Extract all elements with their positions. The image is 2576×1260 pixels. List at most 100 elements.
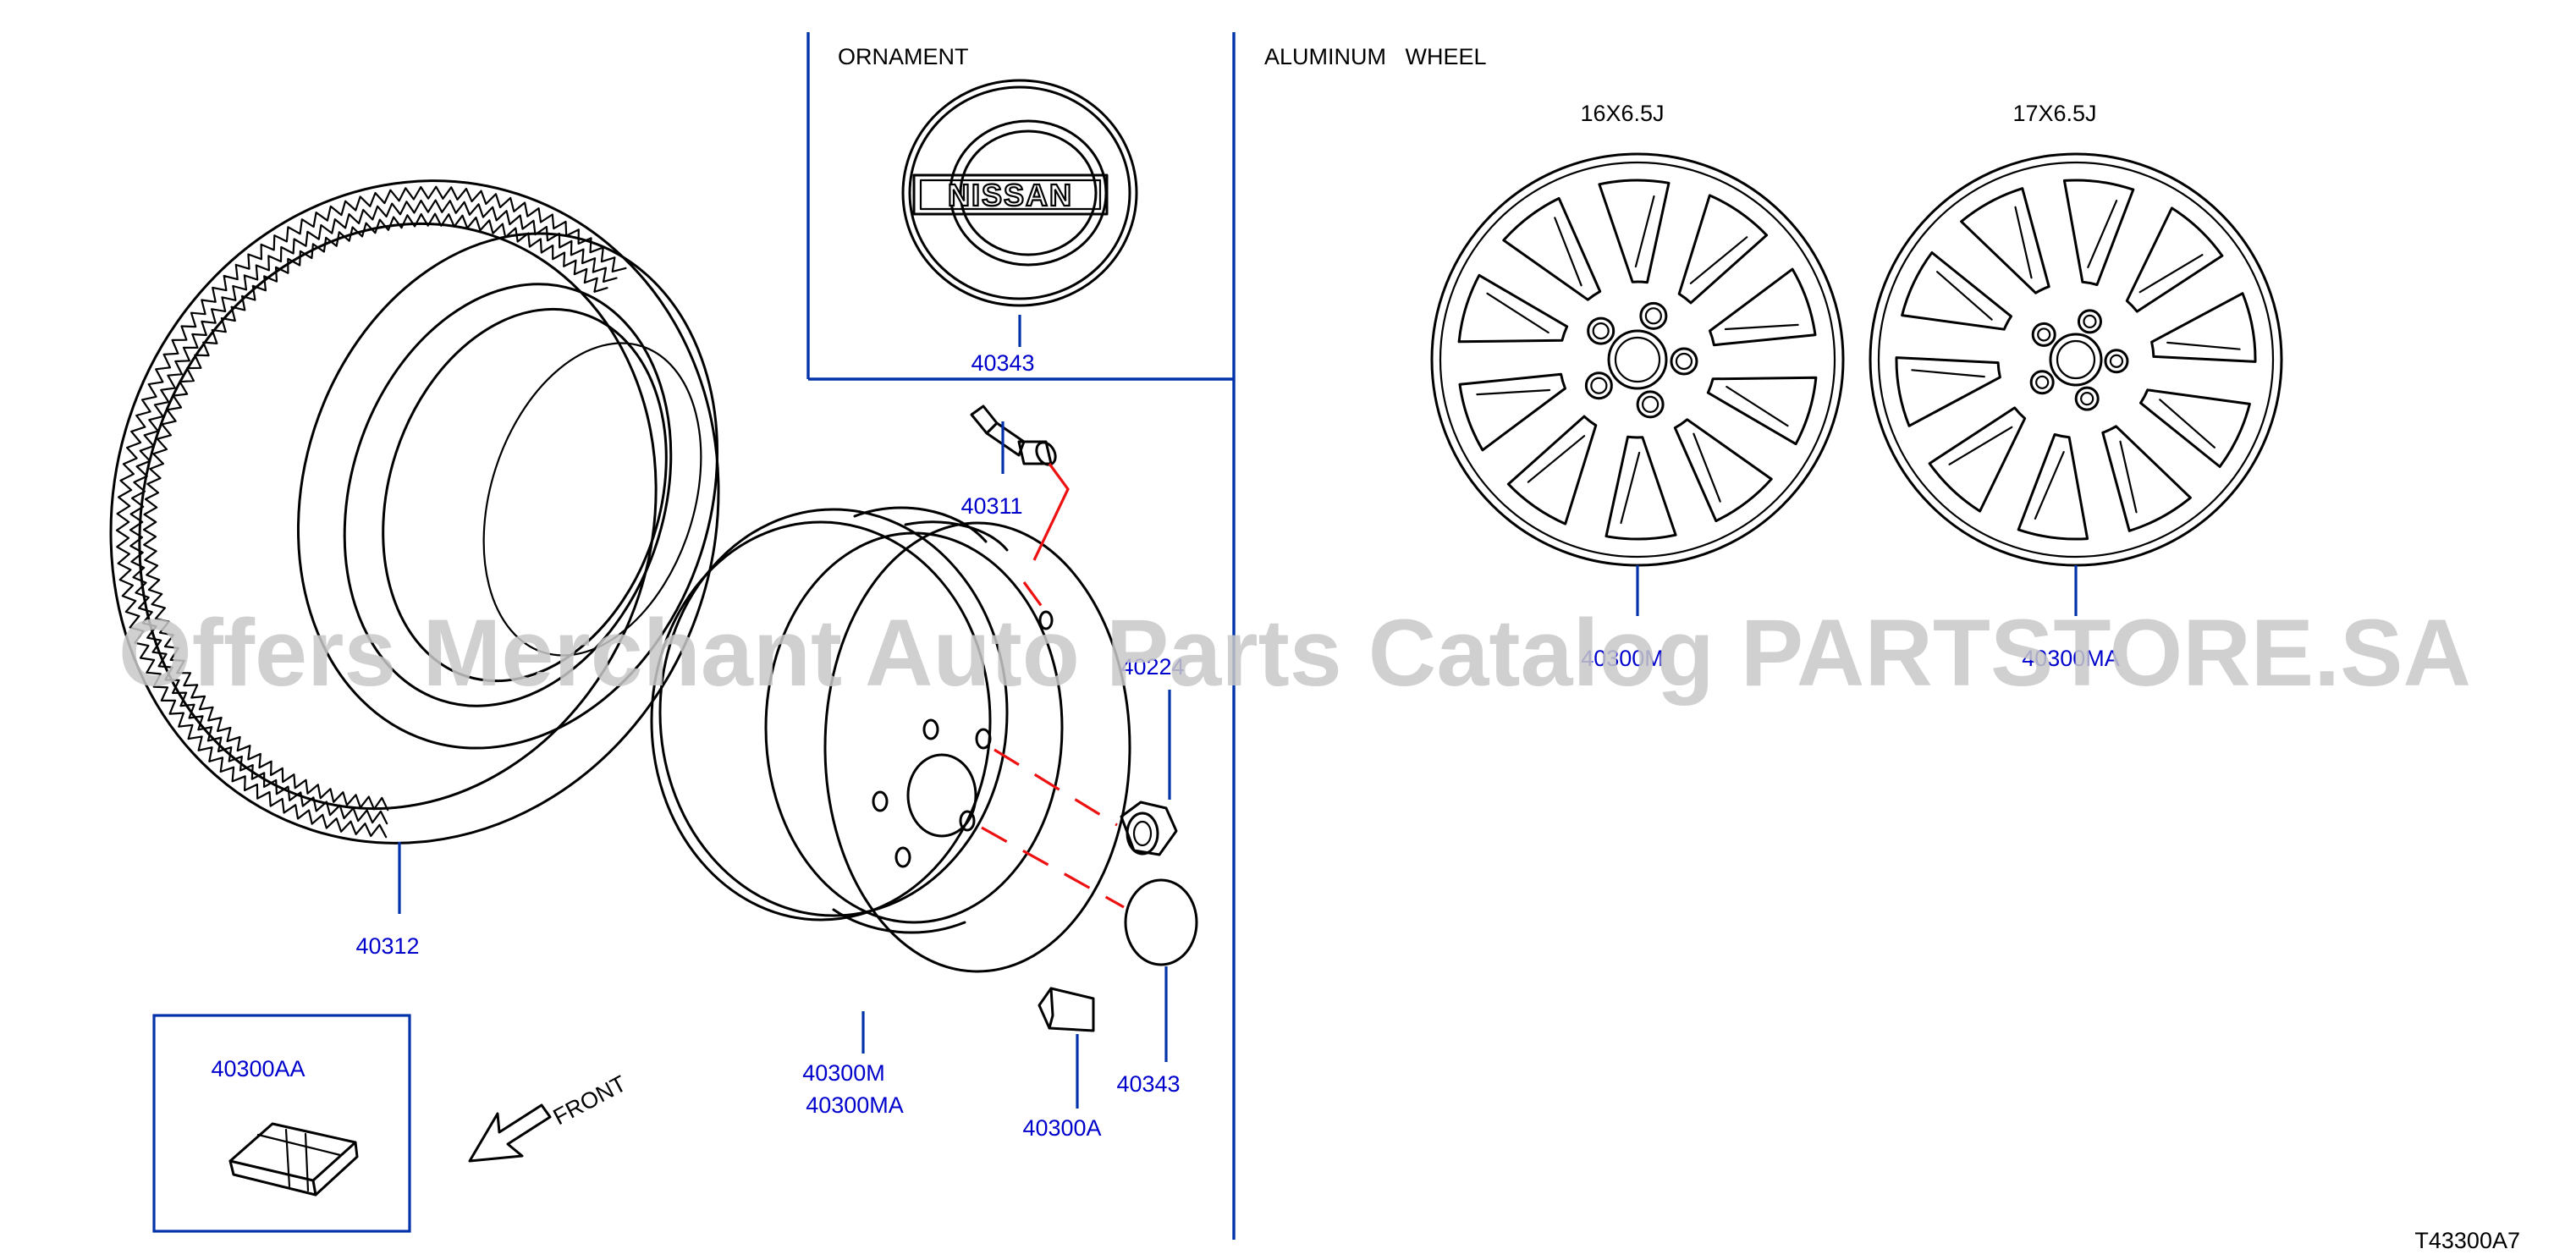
lug-hole [1584, 371, 1613, 400]
spoke-rib [2119, 440, 2138, 514]
tread-zigzag-1 [129, 199, 618, 825]
lug-hole [2031, 322, 2056, 347]
spoke-rib [1911, 369, 1985, 378]
part-label-valve[interactable]: 40311 [960, 493, 1022, 519]
spoke-rib [2087, 200, 2118, 268]
tire-illustration[interactable] [25, 102, 803, 923]
lug-hole-inner [2109, 354, 2124, 368]
valve-stem[interactable] [970, 404, 1060, 468]
lug-holes-16 [1584, 301, 1698, 419]
spokes-17 [1895, 179, 2257, 541]
spokes-16 [1457, 179, 1818, 541]
size-label-16: 16X6.5J [1580, 101, 1664, 126]
lug-hole-inner [1642, 395, 1660, 413]
size-label-17: 17X6.5J [2012, 101, 2096, 126]
lug-hole [2029, 370, 2055, 395]
steel-wheel-illustration[interactable] [650, 506, 1131, 973]
lug-hole [2104, 349, 2129, 374]
lug-hole [2077, 309, 2102, 334]
spoke-window [2150, 292, 2257, 363]
spoke-window [1673, 418, 1773, 523]
spoke-window [1960, 187, 2050, 294]
lug-hole [1636, 390, 1665, 419]
diagram-code: T43300A7 [2414, 1228, 2520, 1253]
lug-nut[interactable] [1120, 801, 1178, 856]
part-label-alloy-17[interactable]: 40300MA [2022, 646, 2120, 671]
spoke-window [2017, 433, 2089, 541]
spoke-rib [1693, 432, 1721, 503]
spoke-rib [2014, 206, 2033, 279]
part-label-center-cap[interactable]: 40343 [1116, 1071, 1180, 1097]
spoke-window [1928, 406, 2027, 513]
spoke-window [2101, 425, 2192, 532]
alloy-wheel-17[interactable] [1869, 152, 2283, 567]
spoke-rib [2138, 254, 2204, 294]
part-label-tire[interactable]: 40312 [355, 933, 419, 959]
spoke-window [1709, 267, 1817, 347]
part-label-nut[interactable]: 40224 [1120, 654, 1184, 680]
spoke-rib [1554, 217, 1582, 287]
leader-lines [398, 315, 2078, 1109]
part-label-balance-weight[interactable]: 40300A [1022, 1115, 1101, 1141]
lug-hole-inner [2080, 392, 2094, 406]
emblem-text: NISSAN [948, 178, 1073, 212]
ornament-emblem[interactable]: NISSAN [901, 79, 1138, 307]
lug-holes-17 [2029, 309, 2129, 411]
lug-hole [1670, 347, 1698, 376]
spoke-rib [1689, 236, 1748, 284]
spoke-window [1506, 415, 1598, 525]
section-dividers [806, 32, 1236, 1240]
lug-hole-inner [1644, 307, 1662, 325]
spoke-rib [1724, 323, 1799, 331]
spoke-window [2139, 388, 2251, 468]
spoke-rib [1476, 388, 1551, 396]
lug-hole-inner [1592, 322, 1610, 340]
front-label: FRONT [549, 1070, 630, 1130]
spoke-rib [2166, 341, 2241, 350]
weight-kit-box[interactable] [152, 1014, 411, 1233]
lug-hole-inner [1590, 377, 1608, 394]
lug-hole-inner [1675, 352, 1693, 371]
spoke-window [1604, 435, 1677, 541]
exploded-guides [981, 463, 1125, 909]
balance-weight[interactable] [1038, 987, 1095, 1032]
spoke-rib [1527, 435, 1586, 483]
part-label-ornament[interactable]: 40343 [971, 350, 1034, 376]
spoke-window [1598, 179, 1671, 284]
spoke-rib [1634, 195, 1655, 268]
tread-zigzag-0 [115, 185, 627, 839]
lug-hole [2074, 386, 2100, 411]
lug-hole-inner [2035, 375, 2050, 389]
spoke-window [1502, 196, 1602, 301]
spoke-rib [1486, 292, 1549, 334]
tire-tread [115, 185, 627, 839]
spoke-rib [1936, 271, 1993, 321]
alloy-wheel-16[interactable] [1430, 152, 1845, 567]
spoke-window [2062, 179, 2135, 286]
section-title-ornament: ORNAMENT [838, 44, 969, 69]
section-title-aluminum-wheel: ALUMINUM WHEEL [1264, 44, 1487, 69]
spoke-window [1458, 372, 1566, 452]
spoke-rib [2034, 451, 2065, 520]
lug-hole-inner [2083, 314, 2097, 329]
part-label-alloy-16[interactable]: 40300M [1581, 646, 1664, 671]
spoke-window [1706, 376, 1818, 446]
spoke-rib [1726, 385, 1789, 427]
tread-zigzag-2 [142, 212, 608, 812]
part-label-weight-kit[interactable]: 40300AA [211, 1056, 305, 1081]
spoke-rib [2159, 399, 2215, 448]
lug-hole-inner [2037, 327, 2051, 342]
watermark: Offers Merchant Auto Parts Catalog PARTS… [118, 600, 2471, 706]
spoke-window [1677, 194, 1769, 305]
part-label-steel-wheel-alt[interactable]: 40300MA [806, 1092, 904, 1118]
lug-hole [1639, 301, 1668, 330]
spoke-rib [1948, 426, 2013, 465]
center-cap[interactable] [1124, 878, 1198, 966]
spoke-window [1901, 251, 2012, 331]
part-label-steel-wheel[interactable]: 40300M [802, 1060, 885, 1086]
spoke-window [2125, 206, 2224, 313]
spoke-window [1895, 356, 2001, 427]
lug-hole [1587, 316, 1616, 345]
